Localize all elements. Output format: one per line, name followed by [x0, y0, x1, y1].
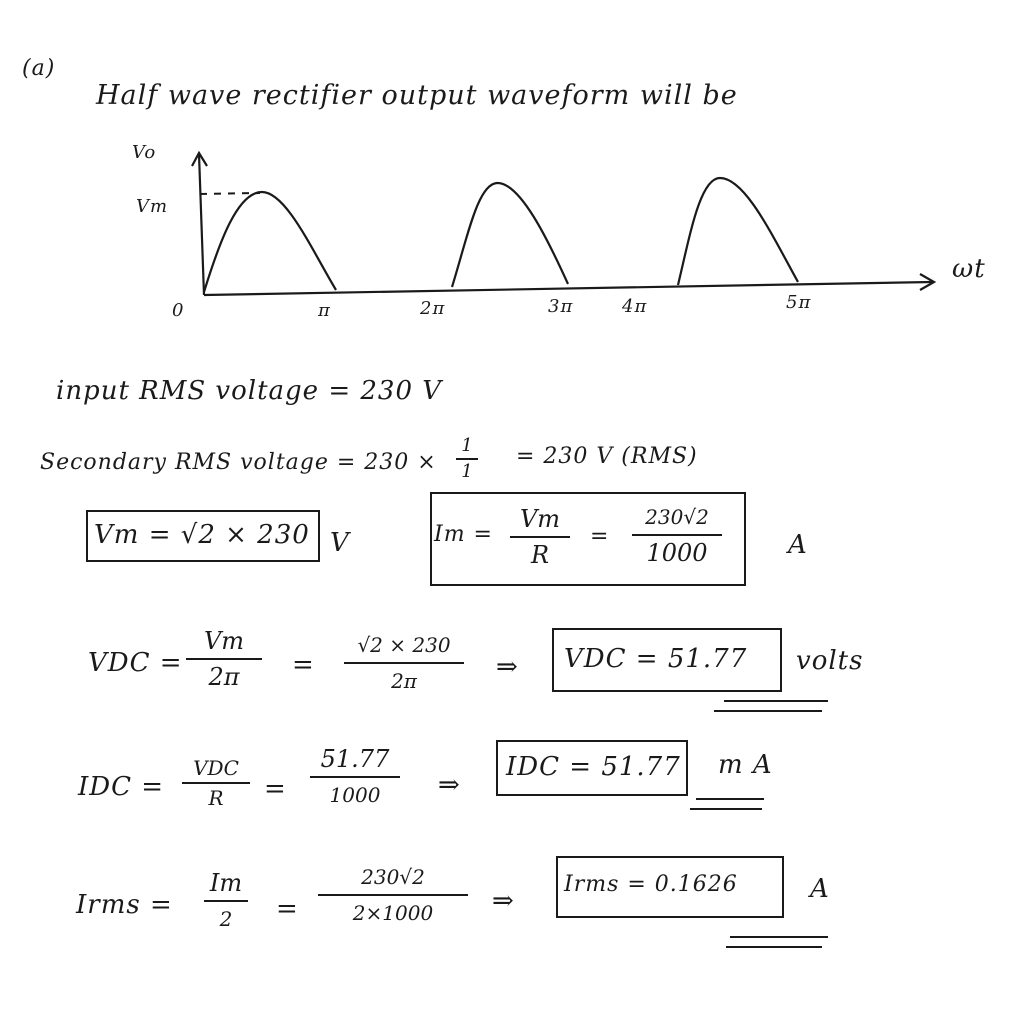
vdc-equals: =: [292, 650, 315, 680]
idc-arrow: ⇒: [438, 770, 461, 800]
im-lhs: Im =: [434, 522, 493, 547]
irms-underline-2: [726, 946, 822, 948]
vm-result-box: Vm = √2 × 230: [86, 510, 320, 562]
irms-underline-1: [730, 936, 828, 938]
irms-arrow: ⇒: [492, 886, 515, 916]
vdc-fraction-1: Vm 2π: [186, 626, 262, 692]
x-axis: [203, 280, 933, 297]
idc-fraction-1: VDC R: [182, 756, 250, 810]
im-num-1: Vm: [519, 505, 561, 533]
idc-num-1: VDC: [193, 756, 239, 780]
vdc-result-box: VDC = 51.77: [552, 628, 782, 692]
fraction-bar: [186, 658, 262, 660]
heading: Half wave rectifier output waveform will…: [96, 80, 738, 111]
secondary-rms-right: = 230 V (RMS): [516, 444, 698, 469]
vdc-num-1: Vm: [203, 627, 245, 655]
peak-label: Vm: [136, 196, 169, 217]
fraction-bar: [310, 776, 400, 778]
im-fraction-2: 230√2 1000: [632, 502, 722, 568]
irms-num-2: 230√2: [361, 865, 425, 889]
idc-equals: =: [264, 774, 287, 804]
fraction-bar: [204, 900, 248, 902]
secondary-frac-num: 1: [461, 435, 473, 456]
idc-underline-1: [696, 798, 764, 800]
vdc-den-2: 2π: [391, 669, 417, 693]
fraction-bar: [182, 782, 250, 784]
idc-result: IDC = 51.77: [506, 752, 681, 782]
peak-dashed-line: [199, 192, 261, 195]
im-unit: A: [788, 530, 808, 560]
fraction-bar: [456, 458, 478, 460]
idc-fraction-2: 51.77 1000: [310, 744, 400, 810]
vdc-underline-1: [724, 700, 828, 702]
irms-unit: A: [810, 874, 830, 904]
tick-label-4pi: 4π: [622, 296, 648, 317]
fraction-bar: [344, 662, 464, 664]
vdc-fraction-2: √2 × 230 2π: [344, 630, 464, 696]
irms-equals: =: [276, 894, 299, 924]
idc-den-2: 1000: [329, 783, 381, 807]
hump-3: [676, 176, 799, 286]
irms-fraction-1: Im 2: [204, 868, 248, 934]
vdc-result: VDC = 51.77: [564, 644, 748, 674]
tick-label-3pi: 3π: [548, 296, 574, 317]
vm-unit: V: [330, 528, 350, 558]
im-den-1: R: [530, 541, 550, 569]
fraction-bar: [510, 536, 570, 538]
x-axis-label: ωt: [952, 254, 986, 284]
im-result-box: Im = Vm R = 230√2 1000: [430, 492, 746, 586]
secondary-fraction: 1 1: [456, 436, 478, 482]
im-num-2: 230√2: [645, 505, 709, 529]
secondary-rms-left: Secondary RMS voltage = 230 ×: [40, 450, 437, 475]
idc-unit: m A: [718, 750, 773, 780]
vdc-num-2: √2 × 230: [357, 633, 451, 657]
irms-fraction-2: 230√2 2×1000: [318, 862, 468, 928]
im-fraction-1: Vm R: [510, 504, 570, 570]
irms-den-1: 2: [219, 907, 233, 931]
hump-2: [450, 181, 570, 288]
vdc-underline-2: [714, 710, 822, 712]
input-rms-line: input RMS voltage = 230 V: [56, 376, 443, 406]
vdc-lhs: VDC =: [88, 648, 183, 678]
irms-num-1: Im: [209, 869, 243, 897]
irms-den-2: 2×1000: [352, 901, 434, 925]
irms-result: Irms = 0.1626: [564, 872, 738, 897]
x-axis-arrowhead: [919, 273, 937, 291]
irms-result-box: Irms = 0.1626: [556, 856, 784, 918]
waveform-graph: [191, 150, 937, 297]
hump-1: [202, 190, 337, 293]
vdc-den-1: 2π: [208, 663, 240, 691]
vm-formula: Vm = √2 × 230: [94, 520, 310, 550]
origin-label: 0: [172, 300, 185, 321]
idc-lhs: IDC =: [78, 772, 165, 802]
fraction-bar: [632, 534, 722, 536]
idc-den-1: R: [208, 786, 224, 810]
im-equals: =: [590, 524, 610, 549]
idc-num-2: 51.77: [320, 745, 390, 773]
tick-label-2pi: 2π: [420, 298, 446, 319]
idc-underline-2: [690, 808, 762, 810]
y-axis-label: Vo: [132, 142, 157, 163]
vdc-arrow: ⇒: [496, 652, 519, 682]
tick-label-5pi: 5π: [786, 292, 812, 313]
vdc-unit: volts: [796, 646, 864, 676]
tick-label-pi: π: [318, 300, 331, 321]
part-label: (a): [22, 56, 56, 81]
secondary-frac-den: 1: [461, 461, 473, 482]
y-axis-arrowhead: [191, 150, 208, 167]
irms-lhs: Irms =: [76, 890, 173, 920]
fraction-bar: [318, 894, 468, 896]
y-axis: [197, 153, 206, 296]
idc-result-box: IDC = 51.77: [496, 740, 688, 796]
im-den-2: 1000: [646, 539, 708, 567]
